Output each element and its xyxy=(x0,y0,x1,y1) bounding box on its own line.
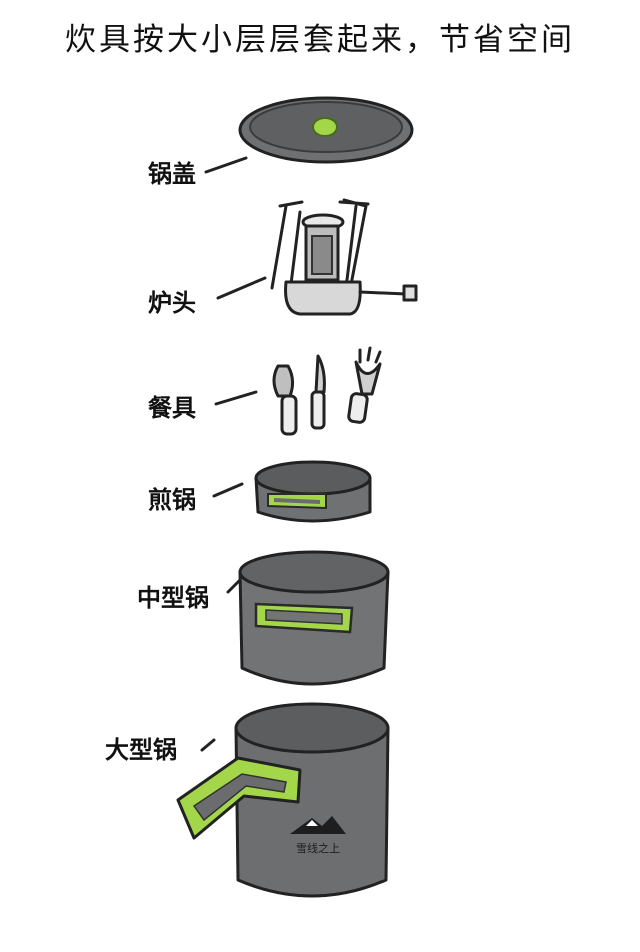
stove-burner xyxy=(272,200,416,314)
knife-icon xyxy=(312,356,324,428)
spoon-icon xyxy=(274,366,296,434)
leader-utensils xyxy=(216,392,256,404)
leader-large-pot xyxy=(202,740,214,750)
pot-lid xyxy=(240,98,412,162)
leader-lid xyxy=(206,158,246,172)
fork-icon xyxy=(348,348,380,423)
utensils-set xyxy=(274,348,380,434)
large-pot: 雪线之上 xyxy=(178,704,388,896)
lid-knob-icon xyxy=(313,118,337,136)
medium-pot xyxy=(240,552,388,684)
leader-frying-pan xyxy=(214,484,242,496)
logo-text: 雪线之上 xyxy=(296,841,340,855)
frying-pan xyxy=(256,462,370,521)
leader-burner xyxy=(218,278,265,298)
